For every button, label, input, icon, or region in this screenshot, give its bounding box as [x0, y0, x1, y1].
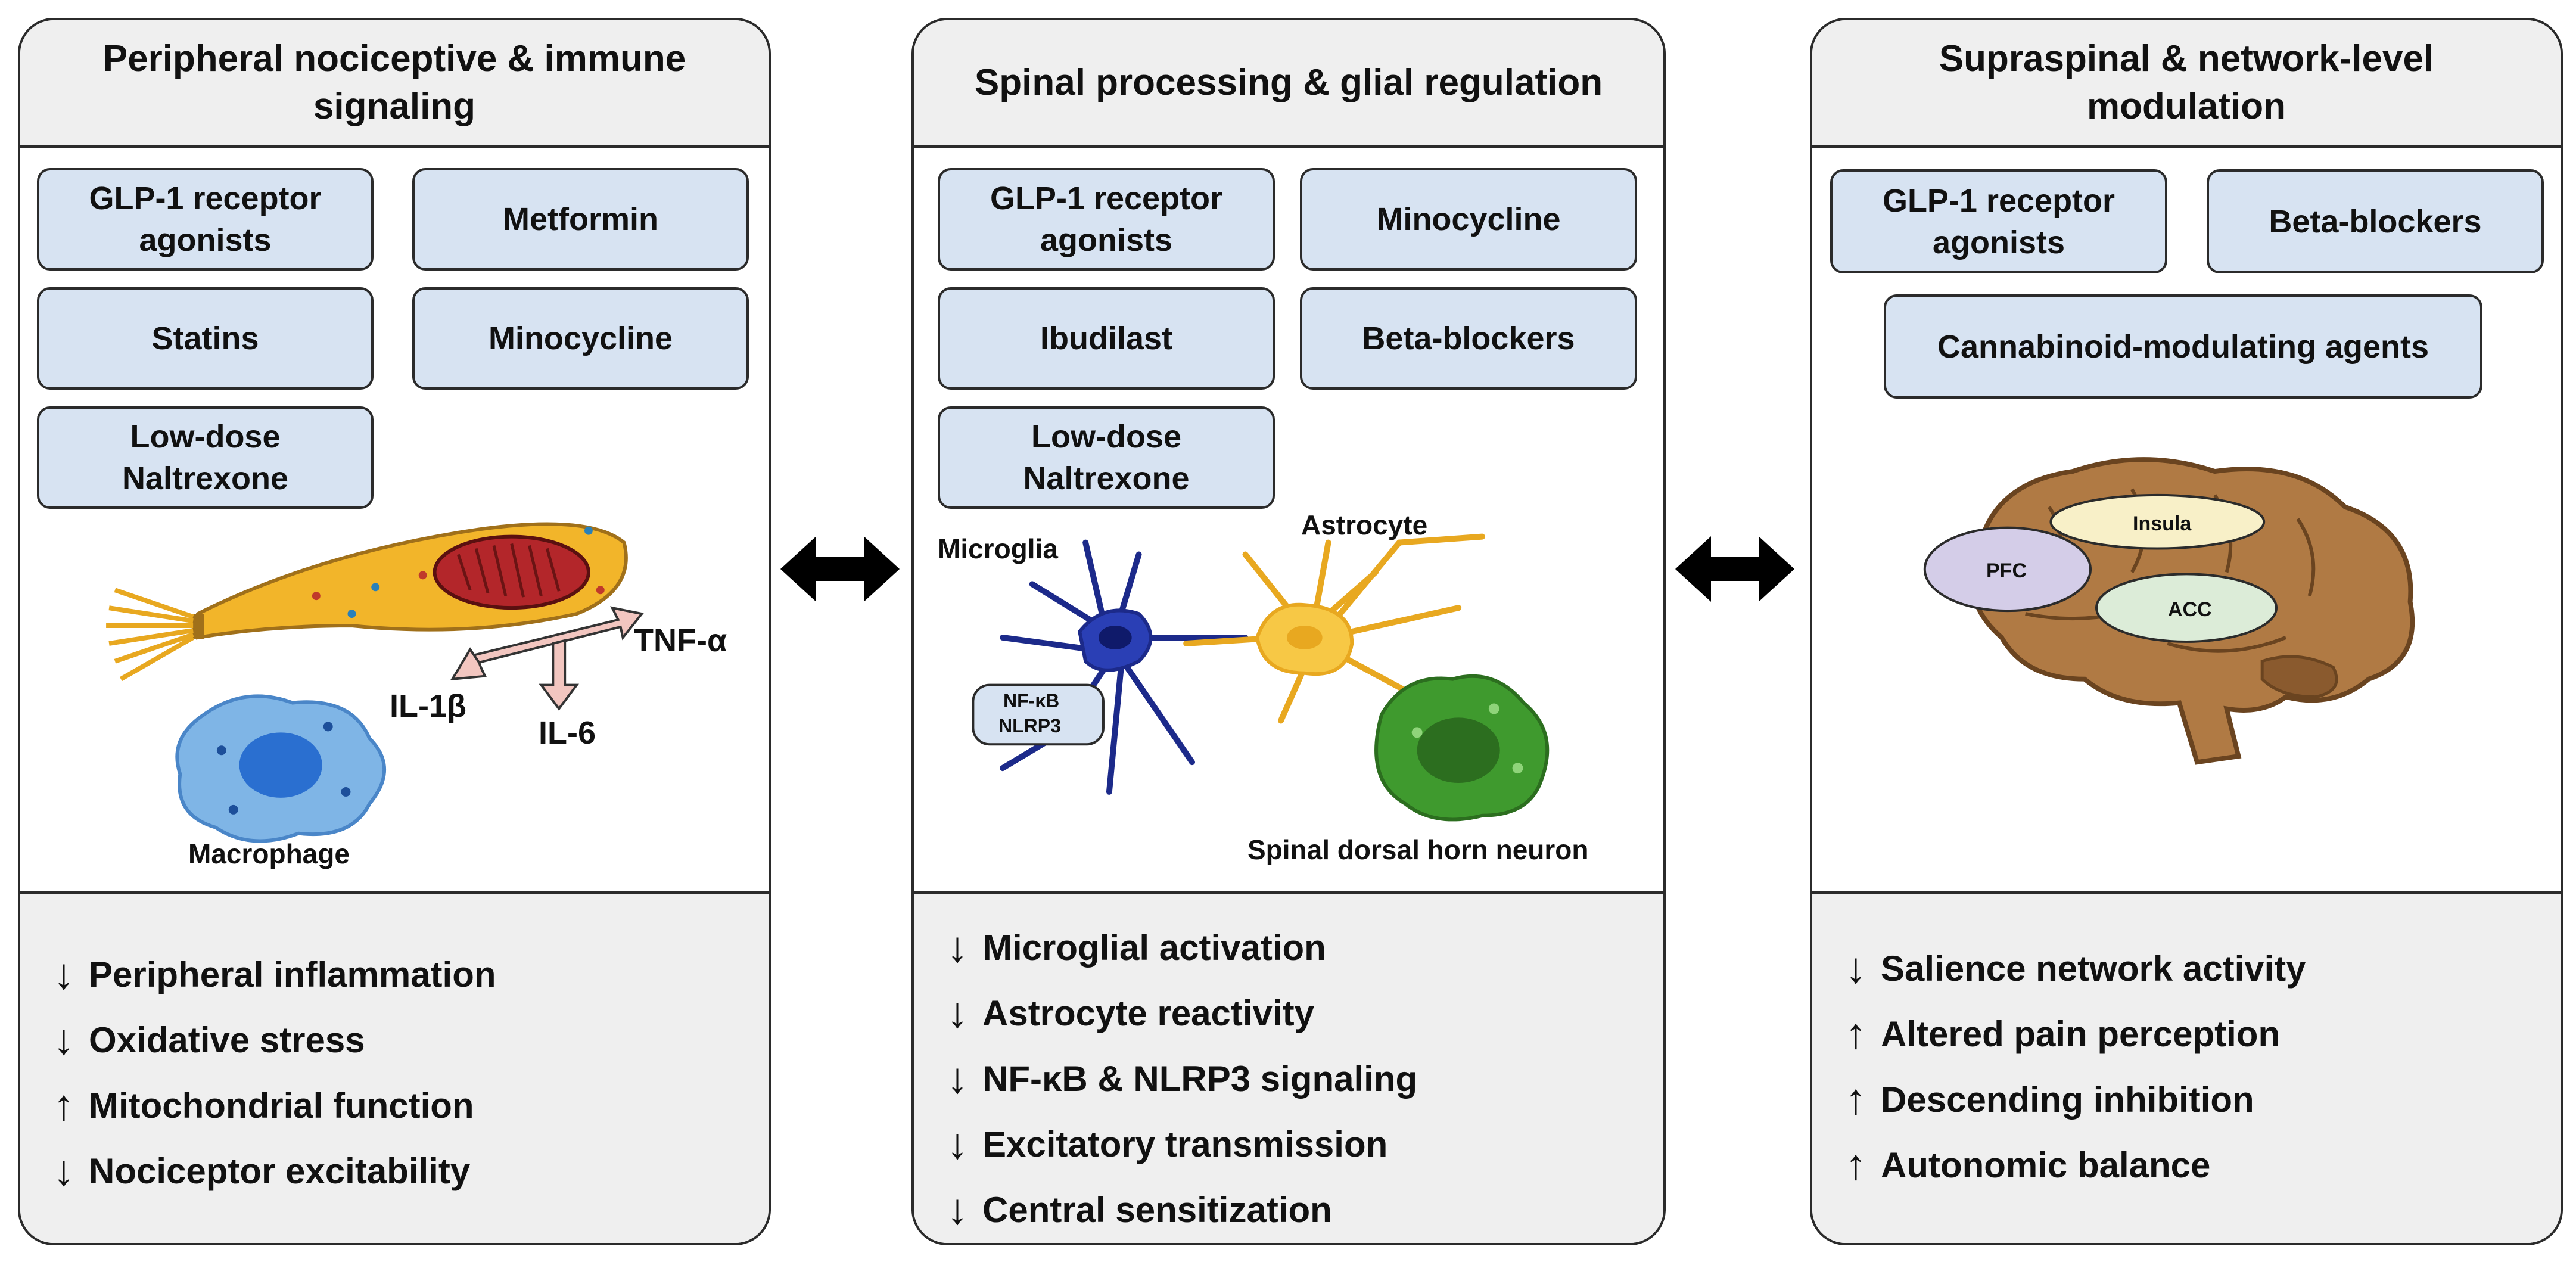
label-microglia: Microglia [938, 533, 1058, 564]
panel-supraspinal: Supraspinal & network-level modulation G… [1810, 18, 2563, 1245]
label-astrocyte: Astrocyte [1301, 509, 1428, 540]
effect-arrow: ↓ [947, 989, 968, 1037]
effect-arrow: ↓ [947, 924, 968, 971]
drug-beta-blockers: Beta-blockers [2207, 169, 2544, 273]
label-acc: ACC [2168, 598, 2212, 621]
panel-header: Peripheral nociceptive & immune signalin… [20, 20, 769, 148]
drug-minocycline: Minocycline [1300, 168, 1637, 271]
effect-text: Oxidative stress [89, 1019, 365, 1060]
effect-text: Excitatory transmission [982, 1124, 1388, 1164]
effect-arrow: ↑ [53, 1081, 74, 1129]
effect-text: Altered pain perception [1881, 1014, 2281, 1054]
panel-header: Supraspinal & network-level modulation [1812, 20, 2561, 148]
effect-text: Descending inhibition [1881, 1079, 2254, 1120]
effect-text: Mitochondrial function [89, 1085, 474, 1126]
effect-item: ↓ Nociceptor excitability [53, 1138, 757, 1204]
label-dorsal-horn-neuron: Spinal dorsal horn neuron [1247, 834, 1589, 865]
effect-text: NF-κB & NLRP3 signaling [982, 1058, 1418, 1099]
drug-metformin: Metformin [412, 168, 749, 271]
microglia-body-icon [1078, 608, 1153, 672]
effect-arrow: ↑ [1845, 1010, 1866, 1058]
effect-arrow: ↓ [947, 1120, 968, 1168]
drug-glp1: GLP-1 receptor agonists [37, 168, 374, 271]
drug-low-dose-naltrexone: Low-dose Naltrexone [938, 406, 1275, 509]
effect-item: ↓ NF-κB & NLRP3 signaling [947, 1046, 1651, 1111]
panel-spinal: Spinal processing & glial regulation GLP… [911, 18, 1666, 1245]
panel-peripheral: Peripheral nociceptive & immune signalin… [18, 18, 771, 1245]
drug-statins: Statins [37, 287, 374, 390]
effect-item: ↑ Descending inhibition [1845, 1067, 2549, 1132]
effects-area: ↓ Microglial activation ↓ Astrocyte reacti… [914, 891, 1663, 1243]
effect-text: Nociceptor excitability [89, 1151, 471, 1191]
label-il-6: IL-6 [539, 715, 596, 751]
label-insula: Insula [2133, 512, 2192, 535]
dorsal-horn-neuron-icon [1374, 674, 1550, 822]
macrophage-icon [175, 694, 387, 843]
effects-area: ↓ Salience network activity ↑ Altered pain… [1812, 891, 2561, 1243]
drug-ibudilast: Ibudilast [938, 287, 1275, 390]
double-arrow-icon [780, 536, 900, 602]
label-tnf-alpha: TNF-α [634, 623, 727, 658]
effect-item: ↑ Autonomic balance [1845, 1132, 2549, 1198]
effect-text: Microglial activation [982, 927, 1326, 968]
effects-list: ↓ Peripheral inflammation ↓ Oxidative stre… [53, 941, 757, 1204]
label-il-1-beta: IL-1β [390, 688, 466, 724]
effect-text: Autonomic balance [1881, 1145, 2211, 1185]
drug-cannabinoid-modulating: Cannabinoid-modulating agents [1884, 294, 2482, 399]
drug-glp1: GLP-1 receptor agonists [1830, 169, 2167, 273]
effect-item: ↓ Salience network activity [1845, 935, 2549, 1001]
effect-arrow: ↓ [947, 1055, 968, 1102]
effect-arrow: ↓ [947, 1186, 968, 1233]
nociceptor-neuron-icon [106, 522, 628, 682]
drug-low-dose-naltrexone: Low-dose Naltrexone [37, 406, 374, 509]
effect-item: ↑ Mitochondrial function [53, 1073, 757, 1138]
effect-text: Salience network activity [1881, 948, 2306, 989]
effect-arrow: ↓ [53, 950, 74, 998]
panel-header: Spinal processing & glial regulation [914, 20, 1663, 148]
drug-glp1: GLP-1 receptor agonists [938, 168, 1275, 271]
effect-item: ↓ Excitatory transmission [947, 1111, 1651, 1177]
effect-item: ↓ Peripheral inflammation [53, 941, 757, 1007]
effect-arrow: ↓ [53, 1016, 74, 1064]
drug-minocycline: Minocycline [412, 287, 749, 390]
label-pfc: PFC [1986, 559, 2027, 582]
panel-title: Peripheral nociceptive & immune signalin… [102, 38, 686, 127]
effect-item: ↓ Astrocyte reactivity [947, 980, 1651, 1046]
effect-text: Peripheral inflammation [89, 954, 496, 994]
effect-arrow: ↑ [1845, 1141, 1866, 1189]
effect-item: ↓ Microglial activation [947, 915, 1651, 980]
effect-arrow: ↑ [1845, 1076, 1866, 1123]
cytokine-arrows-icon [450, 606, 644, 711]
label-macrophage: Macrophage [188, 838, 350, 869]
drug-beta-blockers: Beta-blockers [1300, 287, 1637, 390]
panel-title: Supraspinal & network-level modulation [1939, 38, 2434, 127]
effect-item: ↑ Altered pain perception [1845, 1001, 2549, 1067]
effects-list: ↓ Salience network activity ↑ Altered pain… [1845, 935, 2549, 1198]
microglia-icon [1000, 539, 1249, 795]
label-nlrp3: NLRP3 [998, 715, 1061, 736]
effect-text: Central sensitization [982, 1189, 1332, 1230]
effects-list: ↓ Microglial activation ↓ Astrocyte reacti… [947, 915, 1651, 1242]
effect-item: ↓ Oxidative stress [53, 1007, 757, 1073]
effect-arrow: ↓ [1845, 944, 1866, 992]
effect-text: Astrocyte reactivity [982, 993, 1314, 1033]
label-nf-kb: NF-κB [1003, 690, 1060, 711]
panel-title: Spinal processing & glial regulation [974, 62, 1603, 103]
astrocyte-icon [1183, 533, 1485, 724]
effects-area: ↓ Peripheral inflammation ↓ Oxidative stre… [20, 891, 769, 1243]
effect-item: ↓ Central sensitization [947, 1177, 1651, 1242]
double-arrow-icon [1675, 536, 1794, 602]
effect-arrow: ↓ [53, 1147, 74, 1195]
